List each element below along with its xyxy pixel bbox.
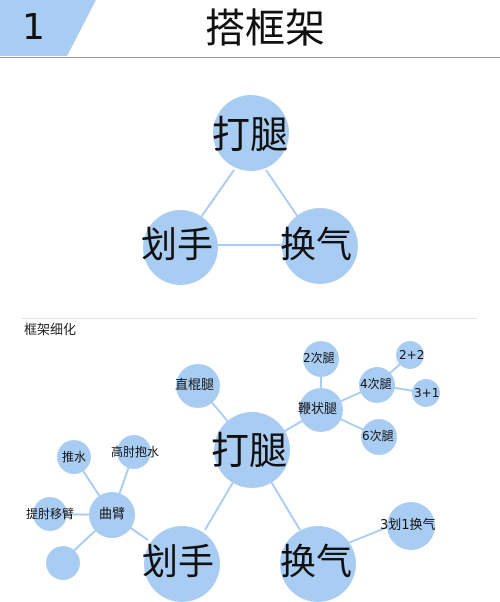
node-2-beat-kick-label: 2次腿 bbox=[303, 351, 335, 365]
node-bent-arm bbox=[89, 492, 135, 538]
node-4-beat-kick-label: 4次腿 bbox=[360, 377, 392, 391]
node-elbow-recovery-label: 提肘移臂 bbox=[26, 507, 75, 521]
node-kick-detail-label: 打腿 bbox=[211, 429, 288, 473]
node-straight-leg bbox=[176, 364, 220, 408]
node-breathe bbox=[282, 208, 358, 284]
node-breathe-label: 换气 bbox=[280, 225, 353, 266]
header-divider bbox=[0, 57, 500, 58]
node-kick-detail bbox=[214, 412, 290, 488]
node-whip-leg bbox=[299, 388, 343, 432]
node-2-plus-2-label: 2+2 bbox=[399, 348, 425, 362]
node-breathe-detail-label: 换气 bbox=[280, 542, 353, 583]
node-partial bbox=[46, 546, 80, 580]
node-stroke-detail-label: 划手 bbox=[142, 542, 215, 583]
node-3-stroke-1-breath-label: 3划1换气 bbox=[380, 518, 436, 533]
node-push-water-label: 推水 bbox=[62, 450, 87, 464]
node-2-plus-2 bbox=[396, 341, 424, 369]
node-whip-leg-label: 鞭状腿 bbox=[298, 402, 338, 417]
node-stroke-label: 划手 bbox=[141, 225, 214, 266]
node-kick bbox=[213, 95, 289, 171]
header: 1 搭框架 bbox=[0, 0, 500, 58]
node-2-beat-kick bbox=[303, 341, 339, 377]
node-3-stroke-1-breath bbox=[387, 502, 435, 550]
section-divider bbox=[22, 318, 477, 319]
node-6-beat-kick bbox=[361, 419, 397, 455]
connector-line bbox=[198, 169, 235, 221]
connector-line bbox=[265, 169, 301, 221]
node-bent-arm-label: 曲臂 bbox=[99, 507, 126, 522]
node-6-beat-kick-label: 6次腿 bbox=[362, 429, 394, 443]
node-high-elbow-catch bbox=[117, 435, 151, 469]
section-number: 1 bbox=[22, 7, 45, 48]
node-3-plus-1 bbox=[412, 379, 440, 407]
node-stroke bbox=[143, 210, 218, 285]
page-title: 搭框架 bbox=[205, 6, 325, 52]
node-push-water bbox=[57, 440, 91, 474]
node-kick-label: 打腿 bbox=[212, 113, 289, 157]
section-label: 框架细化 bbox=[24, 323, 77, 338]
node-straight-leg-label: 直棍腿 bbox=[175, 378, 215, 393]
node-4-beat-kick bbox=[359, 367, 395, 403]
node-elbow-recovery bbox=[33, 497, 67, 531]
node-3-plus-1-label: 3+1 bbox=[414, 386, 440, 400]
node-high-elbow-catch-label: 高肘抱水 bbox=[111, 445, 160, 459]
